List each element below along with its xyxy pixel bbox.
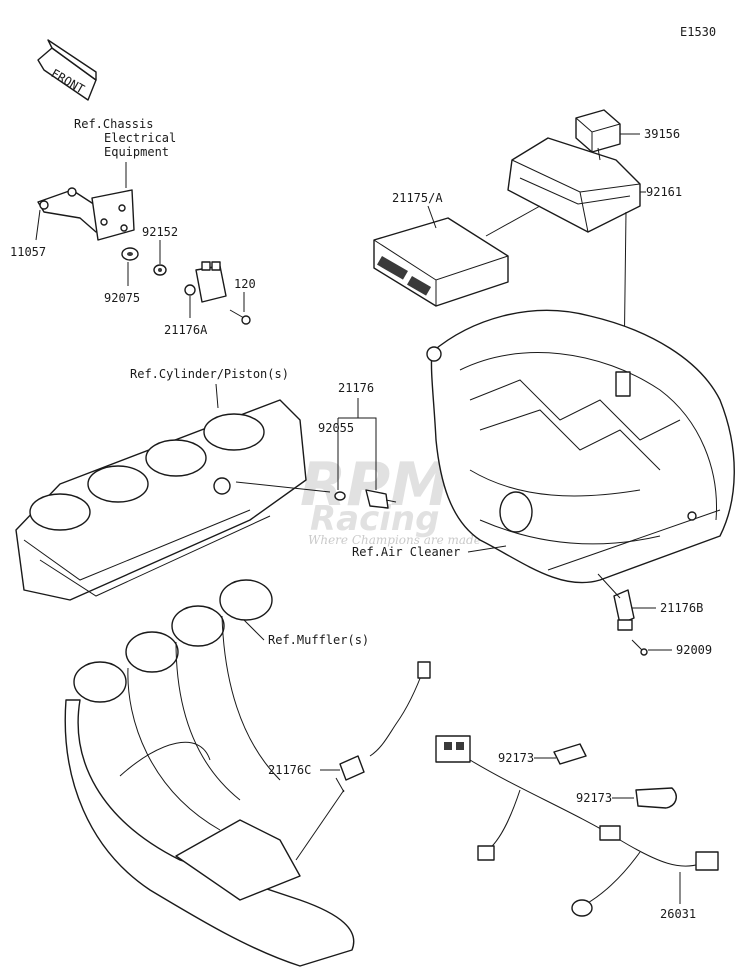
harness-26031 xyxy=(435,735,719,917)
part-92152: 92152 xyxy=(142,225,178,239)
cylinder-block xyxy=(15,399,307,601)
part-21175a: 21175/A xyxy=(392,191,443,205)
part-92009: 92009 xyxy=(676,643,712,657)
screw-92009 xyxy=(631,639,648,656)
watermark-tagline: Where Champions are made xyxy=(308,533,481,547)
holder-92161 xyxy=(507,137,641,233)
part-21176a: 21176A xyxy=(164,323,208,337)
pad-39156 xyxy=(575,109,621,153)
sensor-21176 xyxy=(365,489,397,509)
collar-92152 xyxy=(153,264,167,276)
part-39156: 39156 xyxy=(644,127,680,141)
ref-air-cleaner: Ref.Air Cleaner xyxy=(352,545,460,559)
ref-muffler: Ref.Muffler(s) xyxy=(268,633,369,647)
air-cleaner xyxy=(426,309,735,584)
part-21176: 21176 xyxy=(338,381,374,395)
watermark: RPM Racing Where Champions are made xyxy=(300,450,481,547)
watermark-logo: RPM xyxy=(300,450,450,520)
clamp-92173-b xyxy=(635,787,677,809)
ref-cylinder: Ref.Cylinder/Piston(s) xyxy=(130,367,289,381)
part-11057: 11057 xyxy=(10,245,46,259)
ref-chassis-line2: Electrical xyxy=(104,131,176,145)
bracket-11057 xyxy=(37,187,135,241)
front-arrow-icon: FRONT xyxy=(37,39,97,101)
ref-chassis-line1: Ref.Chassis xyxy=(74,117,153,131)
ecu-21175a xyxy=(373,217,509,307)
part-92055: 92055 xyxy=(318,421,354,435)
part-92075: 92075 xyxy=(104,291,140,305)
ref-chassis-line3: Equipment xyxy=(104,145,169,159)
exhaust-headers xyxy=(64,579,355,967)
part-92161: 92161 xyxy=(646,185,682,199)
part-26031: 26031 xyxy=(660,907,696,921)
part-21176c: 21176C xyxy=(268,763,311,777)
sensor-21176b xyxy=(613,589,635,631)
oring-92055 xyxy=(334,491,346,501)
bolt-120 xyxy=(229,309,251,325)
part-21176b: 21176B xyxy=(660,601,703,615)
grommet-92075 xyxy=(121,247,139,261)
sensor-21176c xyxy=(335,661,431,793)
sensor-21176a xyxy=(184,261,227,303)
part-92173-a: 92173 xyxy=(498,751,534,765)
part-120: 120 xyxy=(234,277,256,291)
diagram-id: E1530 xyxy=(680,25,716,39)
clamp-92173-a xyxy=(553,743,587,765)
part-92173-b: 92173 xyxy=(576,791,612,805)
